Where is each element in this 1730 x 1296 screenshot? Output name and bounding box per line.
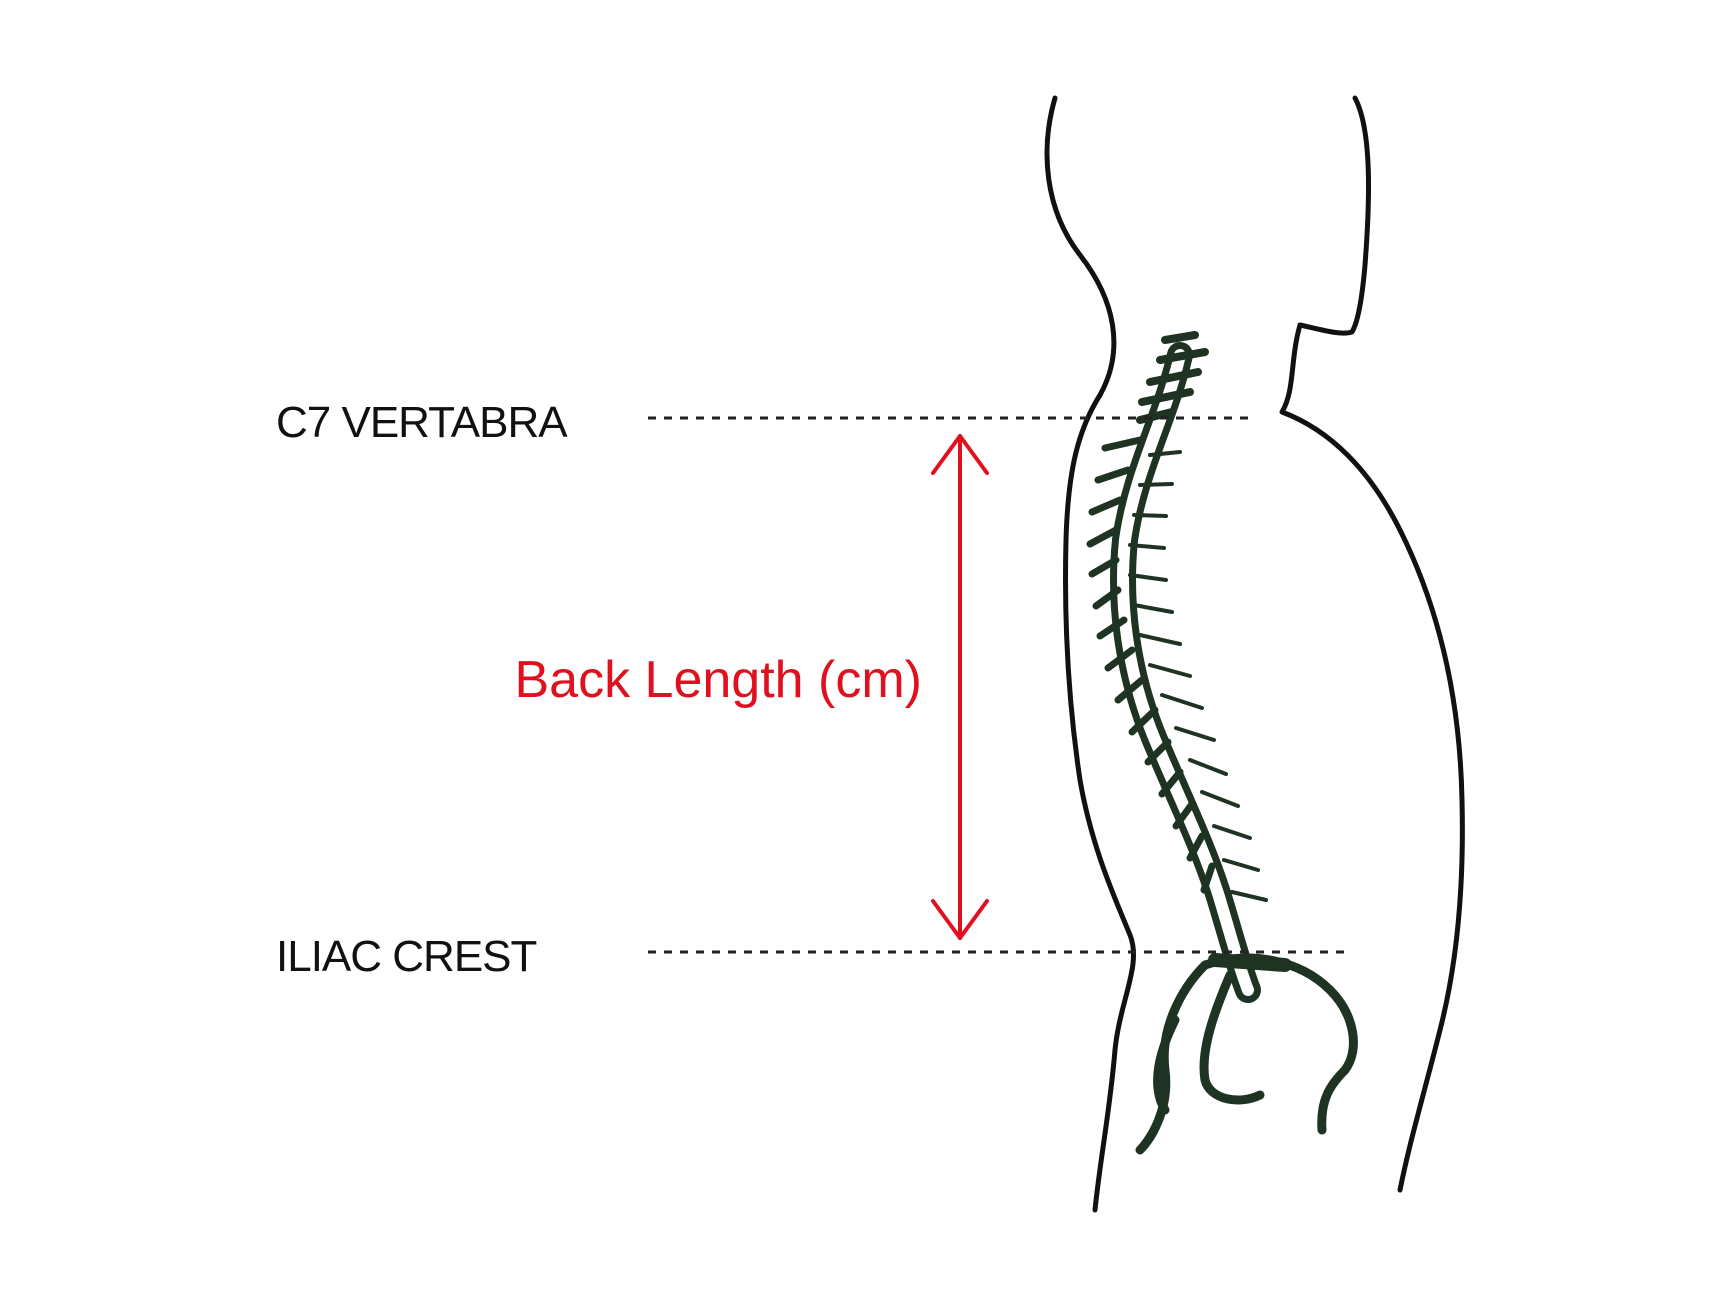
spinal-column-inner xyxy=(1117,349,1254,996)
back-outline xyxy=(1044,95,1136,1213)
body-silhouette xyxy=(1044,95,1465,1213)
c7-vertabra-label: C7 VERTABRA xyxy=(276,398,568,447)
back-length-label: Back Length (cm) xyxy=(515,651,923,709)
spinal-column xyxy=(1110,342,1261,1003)
measure-arrow-icon xyxy=(931,434,989,940)
pelvis xyxy=(1135,953,1358,1155)
head-front-outline xyxy=(1297,95,1372,336)
cervical-vertebrae xyxy=(1136,331,1209,424)
spine-illustration xyxy=(1086,331,1358,1155)
sacrum xyxy=(1208,953,1292,972)
vertebral-bodies xyxy=(1128,450,1268,902)
spinous-processes xyxy=(1086,436,1216,894)
iliac-crest-label: ILIAC CREST xyxy=(276,932,537,981)
chest-outline xyxy=(1279,322,1465,1193)
